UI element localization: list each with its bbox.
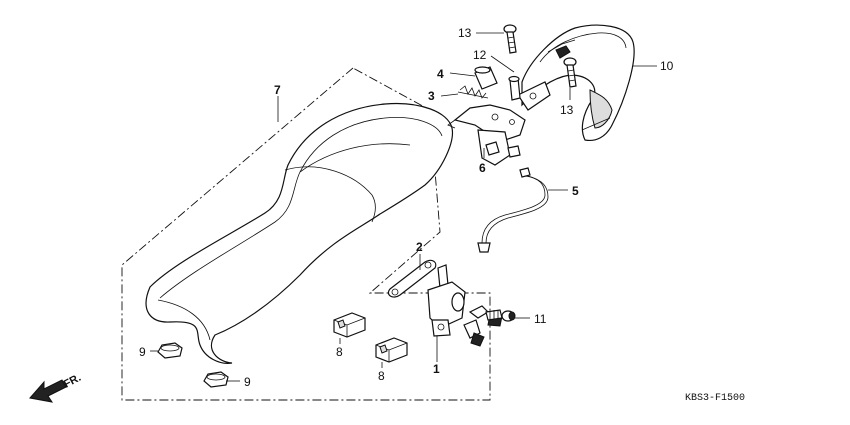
callout-6: 6 [479, 161, 486, 175]
collar-bolt-12 [508, 75, 521, 101]
callout-10: 10 [660, 59, 674, 73]
callout-9-lower: 9 [244, 375, 251, 389]
link-plate [387, 259, 437, 298]
seat-side-seam [157, 299, 211, 341]
callout-13-upper: 13 [458, 26, 472, 40]
leader-3 [440, 93, 459, 97]
seat-catch [447, 104, 526, 166]
seat-lock-cable [477, 167, 549, 253]
callout-9-upper: 9 [139, 345, 146, 359]
key-lower [463, 319, 485, 347]
spring [457, 85, 489, 99]
callout-3: 3 [428, 89, 435, 103]
bolt-13-lower [563, 57, 577, 88]
rubber-block-lower [375, 337, 408, 363]
callout-11: 11 [534, 312, 547, 326]
rear-cowl [521, 24, 635, 142]
callout-7: 7 [274, 83, 281, 97]
front-direction-arrow: FR. [29, 372, 83, 403]
collar [474, 66, 498, 90]
seat [145, 102, 454, 364]
callout-1: 1 [433, 362, 440, 376]
cowl-bracket [517, 81, 551, 111]
callout-2: 2 [416, 240, 423, 254]
rubber-block-upper [333, 312, 366, 338]
callout-13-lower: 13 [560, 103, 574, 117]
leader-4 [449, 72, 476, 77]
callout-8-upper: 8 [336, 345, 343, 359]
front-direction-label: FR. [62, 372, 83, 391]
screw-11 [485, 309, 516, 322]
seat-outline [145, 102, 454, 364]
callout-12: 12 [473, 48, 487, 62]
leader-12 [490, 55, 515, 73]
seat-lock [427, 264, 466, 337]
seat-rider-section [284, 166, 376, 223]
diagram-code: KBS3-F1500 [685, 393, 745, 404]
rubber-cushion-upper [157, 342, 183, 359]
rubber-cushion-lower [203, 371, 229, 388]
callout-5: 5 [572, 184, 579, 198]
callout-4: 4 [437, 67, 444, 81]
bolt-13-upper [503, 24, 517, 54]
seat-pillion-ridge [299, 143, 411, 173]
callout-8-lower: 8 [378, 369, 385, 383]
